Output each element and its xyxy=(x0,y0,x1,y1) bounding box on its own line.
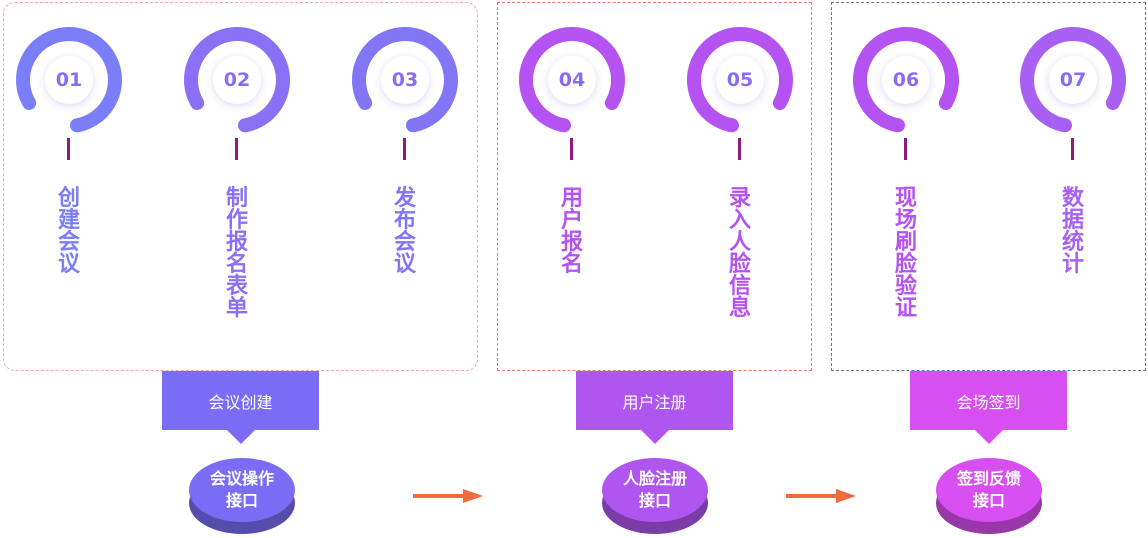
step-label: 制作报名表单 xyxy=(225,186,248,321)
step-01: 01 创建会议 xyxy=(9,20,129,350)
interface-label-line: 人脸注册 xyxy=(622,469,687,488)
group-title-callout: 用户注册 xyxy=(576,371,733,444)
group-title-callout: 会场签到 xyxy=(910,371,1067,444)
progress-ring-icon xyxy=(687,27,793,133)
step-label: 数据统计 xyxy=(1061,186,1084,277)
group-title-callout: 会议创建 xyxy=(162,371,319,444)
interface-label: 签到反馈接口 xyxy=(936,458,1042,522)
step-number: 01 xyxy=(45,56,93,104)
interface-label-line: 签到反馈 xyxy=(956,469,1021,488)
progress-ring-icon xyxy=(184,27,290,133)
interface-label-line: 会议操作 xyxy=(209,469,274,488)
step-connector xyxy=(1071,138,1074,160)
step-label: 录入人脸信息 xyxy=(728,186,751,321)
interface-label-line: 接口 xyxy=(225,491,258,510)
interface-label-line: 接口 xyxy=(972,491,1005,510)
interface-disc: 会议操作接口 xyxy=(189,458,295,536)
step-label: 现场刷脸验证 xyxy=(894,186,917,321)
step-connector xyxy=(738,138,741,160)
group-box-venue-checkin xyxy=(831,2,1146,371)
interface-label-line: 接口 xyxy=(638,491,671,510)
progress-ring-icon xyxy=(1020,27,1126,133)
step-number: 07 xyxy=(1049,56,1097,104)
step-label: 发布会议 xyxy=(393,186,416,277)
progress-ring-icon xyxy=(16,27,122,133)
progress-ring-icon xyxy=(352,27,458,133)
progress-ring-icon xyxy=(519,27,625,133)
flow-arrow-2 xyxy=(786,489,856,503)
step-label: 用户报名 xyxy=(560,186,583,277)
progress-ring-icon xyxy=(853,27,959,133)
step-03: 03 发布会议 xyxy=(345,20,465,350)
step-number: 04 xyxy=(548,56,596,104)
step-number: 02 xyxy=(213,56,261,104)
step-06: 06 现场刷脸验证 xyxy=(846,20,966,350)
step-02: 02 制作报名表单 xyxy=(177,20,297,350)
step-connector xyxy=(235,138,238,160)
step-connector xyxy=(403,138,406,160)
step-connector xyxy=(570,138,573,160)
step-connector xyxy=(67,138,70,160)
interface-disc: 人脸注册接口 xyxy=(602,458,708,536)
group-box-meeting-creation xyxy=(3,2,478,371)
step-number: 05 xyxy=(716,56,764,104)
step-04: 04 用户报名 xyxy=(512,20,632,350)
group-box-user-registration xyxy=(497,2,812,371)
step-05: 05 录入人脸信息 xyxy=(680,20,800,350)
interface-disc: 签到反馈接口 xyxy=(936,458,1042,536)
step-connector xyxy=(904,138,907,160)
interface-label: 会议操作接口 xyxy=(189,458,295,522)
step-number: 03 xyxy=(381,56,429,104)
step-label: 创建会议 xyxy=(57,186,80,277)
interface-label: 人脸注册接口 xyxy=(602,458,708,522)
step-07: 07 数据统计 xyxy=(1013,20,1133,350)
step-number: 06 xyxy=(882,56,930,104)
flow-arrow-1 xyxy=(413,489,483,503)
